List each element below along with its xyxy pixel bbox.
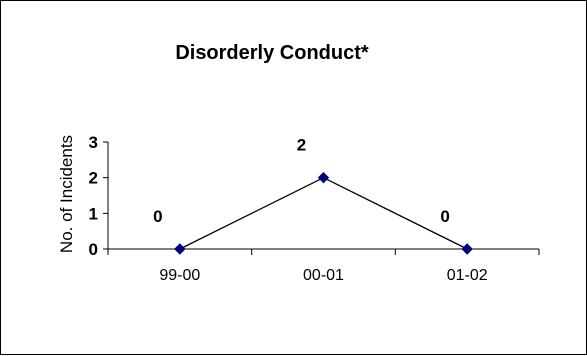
y-tick-label: 3 <box>89 133 98 152</box>
data-label: 0 <box>440 207 449 226</box>
chart-axes <box>103 141 540 255</box>
x-tick-label: 00-01 <box>303 267 344 284</box>
y-tick-label: 2 <box>89 169 98 188</box>
x-tick-label: 99-00 <box>159 267 200 284</box>
y-axis-label: No. of Incidents <box>57 135 76 253</box>
ticks-layer: 0 1 2 3 99-00 00-01 01-02 <box>89 133 488 284</box>
data-label: 2 <box>297 136 306 155</box>
y-tick-label: 1 <box>89 204 98 223</box>
y-tick-label: 0 <box>89 240 98 259</box>
x-tick-label: 01-02 <box>447 267 488 284</box>
data-point-marker <box>461 243 473 255</box>
data-label: 0 <box>153 207 162 226</box>
series-layer: 0 2 0 <box>153 136 473 255</box>
data-point-marker <box>174 243 186 255</box>
chart-title: Disorderly Conduct* <box>175 42 369 64</box>
series-line <box>179 176 468 250</box>
data-point-marker <box>317 171 330 184</box>
